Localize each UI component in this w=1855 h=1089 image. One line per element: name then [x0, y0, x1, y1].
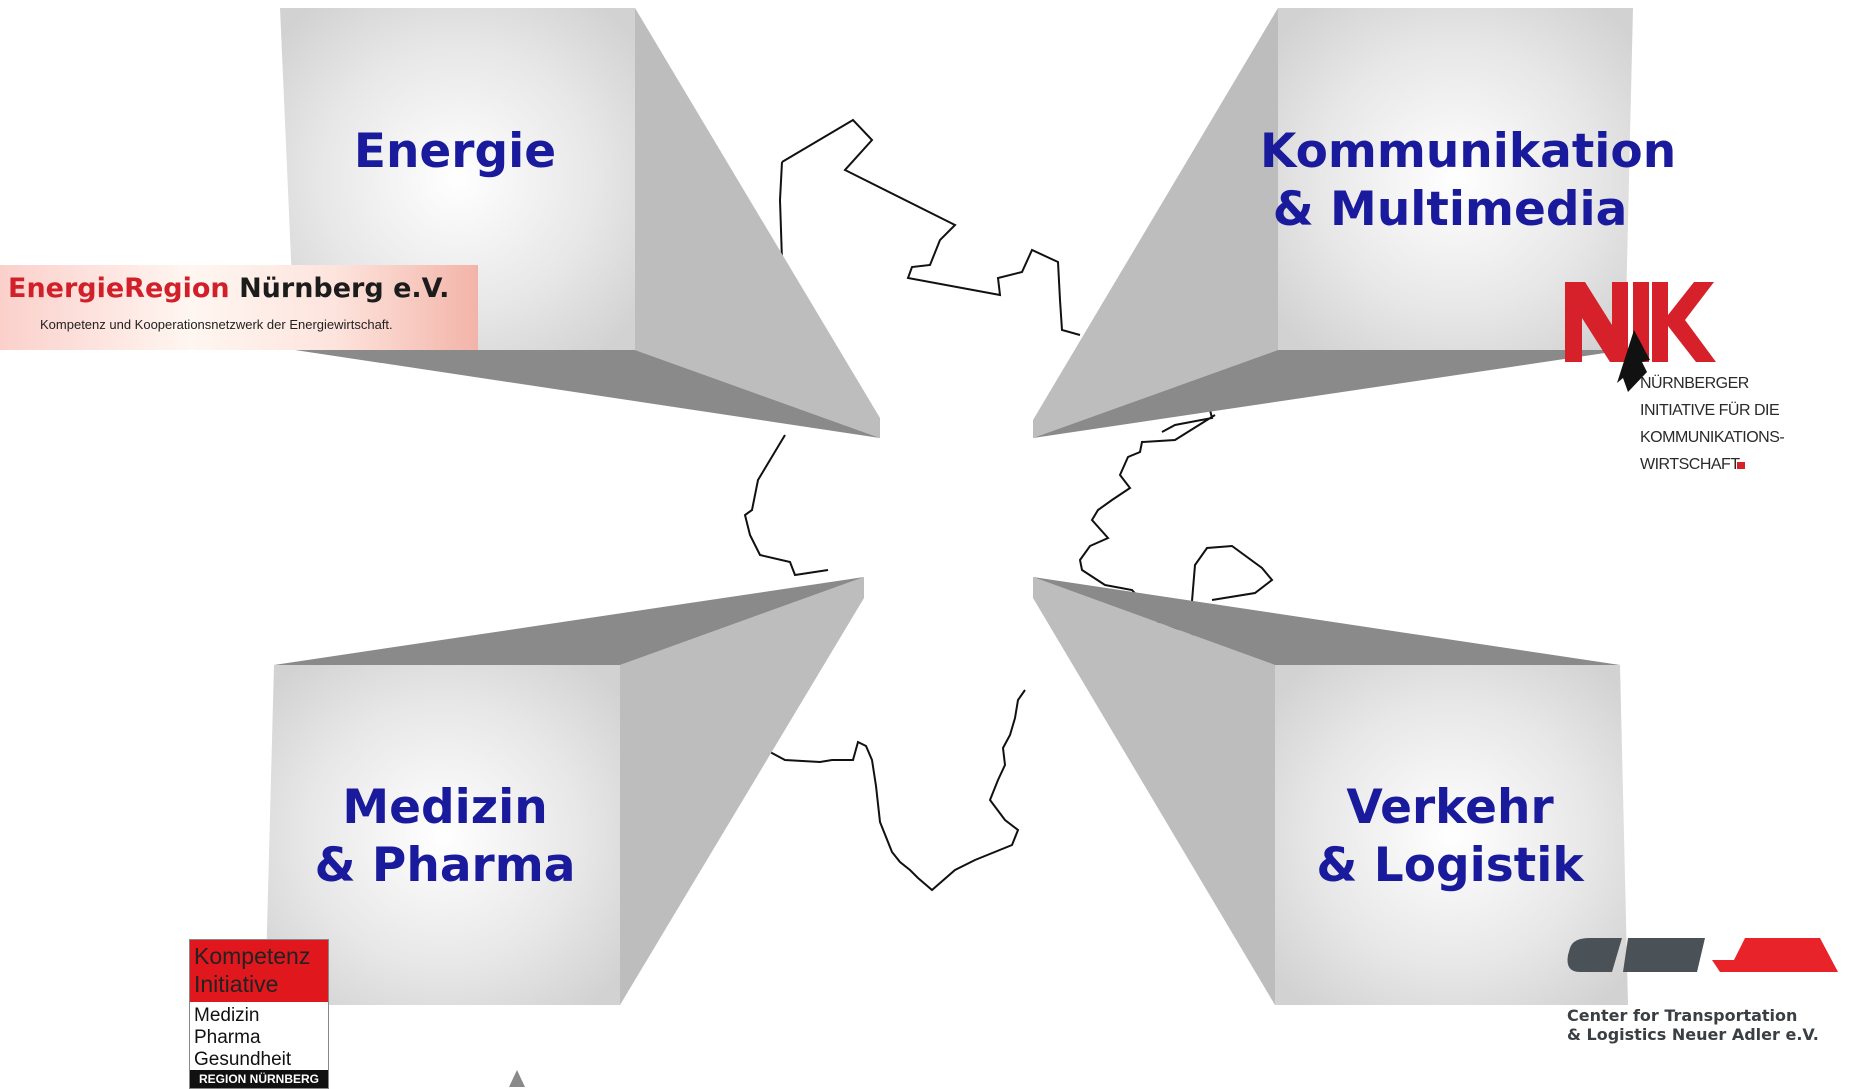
kommunikation-block-bottom — [1033, 350, 1625, 438]
energieregion-tagline: Kompetenz und Kooperationsnetzwerk der E… — [40, 317, 393, 332]
nik-line: KOMMUNIKATIONS- — [1640, 429, 1785, 446]
medizin-block-side — [620, 577, 864, 1005]
kompetenz-line: Pharma — [194, 1027, 261, 1048]
kompetenz-line: Initiative — [194, 971, 279, 997]
energieregion-logo: EnergieRegion Nürnberg e.V. Kompetenz un… — [0, 265, 478, 350]
medizin-label: Medizin & Pharma — [314, 780, 576, 893]
city-outline — [743, 118, 1274, 892]
verkehr-label: Verkehr & Logistik — [1316, 780, 1584, 893]
nik-logo-mark — [1565, 282, 1716, 392]
kommunikation-label: Kommunikation & Multimedia — [1260, 124, 1677, 237]
energie-block-bottom — [295, 350, 880, 438]
kompetenz-line: Medizin — [194, 1005, 260, 1026]
kompetenz-region: REGION NÜRNBERG — [190, 1070, 328, 1088]
nik-line: WIRTSCHAFT — [1640, 456, 1740, 473]
nik-line: INITIATIVE FÜR DIE — [1640, 402, 1780, 419]
energieregion-name-red: EnergieRegion — [8, 273, 230, 304]
energie-label: Energie — [353, 124, 557, 179]
verkehr-block-top — [1033, 577, 1620, 665]
energieregion-name-dark: Nürnberg e.V. — [239, 273, 450, 304]
cna-caption: Center for Transportation & Logistics Ne… — [1567, 1006, 1819, 1044]
nik-logo-text: NÜRNBERGER INITIATIVE FÜR DIE KOMMUNIKAT… — [1640, 370, 1785, 478]
kompetenz-header — [190, 940, 328, 1002]
energie-block-side — [635, 8, 880, 438]
cna-caption-line: Center for Transportation — [1567, 1006, 1798, 1025]
kompetenz-line: Kompetenz — [194, 943, 311, 969]
nik-line: NÜRNBERGER — [1640, 375, 1749, 392]
kommunikation-block-front — [1278, 8, 1633, 350]
energie-block-front — [280, 8, 635, 350]
kommunikation-block-side — [1033, 8, 1278, 438]
medizin-block-top — [274, 577, 864, 665]
cna-logo-mark — [1567, 938, 1838, 972]
kompetenz-initiative-logo: Kompetenz Initiative Medizin Pharma Gesu… — [189, 939, 329, 1089]
cna-caption-line: & Logistics Neuer Adler e.V. — [1567, 1025, 1819, 1044]
medizin-block-front — [265, 665, 620, 1005]
nik-dot — [1737, 462, 1745, 469]
kompetenz-line: Gesundheit — [194, 1049, 292, 1070]
verkehr-block-front — [1275, 665, 1628, 1005]
bottom-marker — [509, 1070, 525, 1087]
verkehr-block-side — [1033, 577, 1275, 1005]
